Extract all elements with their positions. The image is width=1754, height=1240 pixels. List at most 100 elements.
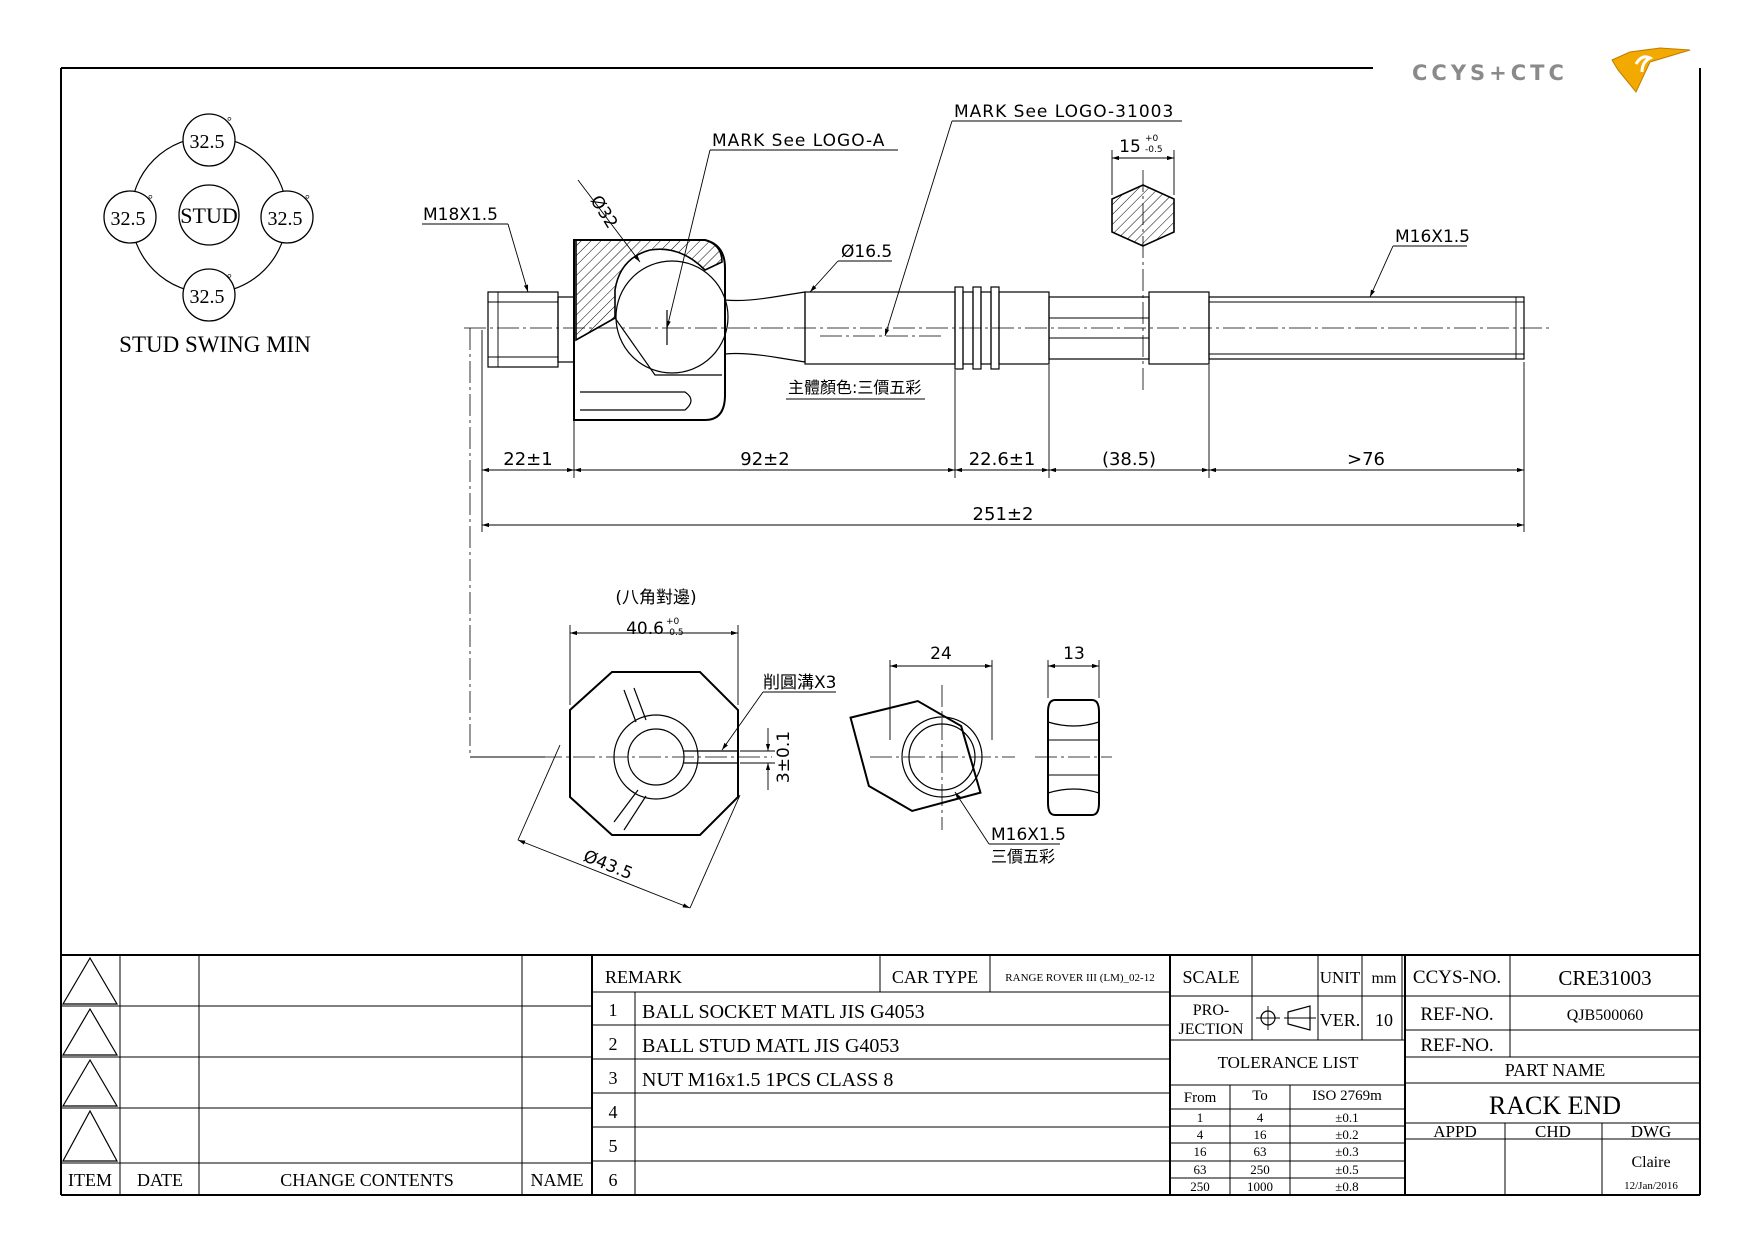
nut-side-view: 13 <box>1035 644 1112 816</box>
dim-22-6: 22.6±1 <box>969 449 1036 470</box>
nut-thickness-dim: 13 <box>1063 644 1085 664</box>
part-name-label: PART NAME <box>1505 1060 1605 1080</box>
car-type-label: CAR TYPE <box>892 967 978 987</box>
third-angle-projection-icon <box>1256 1005 1316 1031</box>
title-block: CCYS-NO. CRE31003 REF-NO. QJB500060 REF-… <box>1413 966 1678 1192</box>
dim-overall: 251±2 <box>973 504 1034 525</box>
tolerance-title: TOLERANCE LIST <box>1218 1053 1359 1072</box>
tol-from: 16 <box>1194 1144 1208 1159</box>
tolerance-list: TOLERANCE LIST From To ISO 2769m 1 4 ±0.… <box>1184 1053 1382 1194</box>
projection-label: JECTION <box>1179 1021 1244 1038</box>
tol-to: 250 <box>1250 1162 1270 1177</box>
ver-value: 10 <box>1375 1010 1393 1030</box>
tol-from: 4 <box>1197 1127 1204 1142</box>
remark-text: BALL SOCKET MATL JIS G4053 <box>642 1001 925 1023</box>
swing-angle-bottom: 32.5 <box>190 286 225 308</box>
hex-tol-plus: +0 <box>1145 134 1159 144</box>
name-header: NAME <box>531 1170 584 1190</box>
nut-width-dim: 24 <box>930 644 952 664</box>
tol-value: ±0.3 <box>1335 1144 1358 1159</box>
tol-to: 63 <box>1254 1144 1267 1159</box>
spec-block: SCALE UNIT mm PRO- JECTION VER. 10 <box>1179 967 1397 1038</box>
hex-width-dim: 15 <box>1119 137 1141 157</box>
change-contents-header: CHANGE CONTENTS <box>280 1170 454 1190</box>
remark-no: 1 <box>609 1000 618 1020</box>
title-block-grid <box>61 954 1700 1195</box>
swing-angle-right: 32.5 <box>268 208 303 230</box>
company-logo: CCYS+CTC <box>1412 47 1691 93</box>
dim-38-5: (38.5) <box>1102 449 1156 470</box>
mark-logo-part-label: MARK See LOGO-31003 <box>954 102 1174 122</box>
outer-dia-dim: Ø43.5 <box>580 846 635 884</box>
nut-front-view: 24 M16X1.5 三價五彩 <box>849 644 1066 866</box>
socket-end-view: (八角對邊) 40.6 +0 -0.5 削圓溝X3 3±0.1 Ø43.5 <box>517 588 836 909</box>
ref-no-value: QJB500060 <box>1567 1007 1643 1024</box>
tol-to: 16 <box>1254 1127 1268 1142</box>
rack-end-side-view <box>464 239 1552 421</box>
mark-logo-a-label: MARK See LOGO-A <box>712 131 885 151</box>
degree-mark: ° <box>227 114 232 128</box>
swing-stud-label: STUD <box>180 203 237 228</box>
revision-table: ITEM DATE CHANGE CONTENTS NAME <box>68 1170 584 1190</box>
projection-label: PRO- <box>1193 1002 1229 1019</box>
chd-label: CHD <box>1535 1122 1571 1141</box>
tol-to: 4 <box>1257 1110 1264 1125</box>
unit-label: UNIT <box>1320 968 1361 987</box>
remark-text: NUT M16x1.5 1PCS CLASS 8 <box>642 1069 893 1091</box>
nut-finish-label: 三價五彩 <box>991 847 1055 866</box>
degree-mark: ° <box>227 271 232 285</box>
groove-width-dim: 3±0.1 <box>774 731 794 783</box>
groove-note: 削圓溝X3 <box>763 673 836 693</box>
af-tol-minus: -0.5 <box>666 628 684 638</box>
tol-to-header: To <box>1252 1088 1268 1104</box>
shaft-dia-label: Ø16.5 <box>841 242 892 262</box>
logo-mark-icon <box>1611 47 1691 93</box>
tol-value: ±0.2 <box>1335 1127 1358 1142</box>
dim-76: >76 <box>1347 449 1385 470</box>
tol-to: 1000 <box>1247 1179 1273 1194</box>
dwg-date: 12/Jan/2016 <box>1624 1180 1678 1192</box>
dim-92: 92±2 <box>740 449 789 470</box>
nut-thread-label: M16X1.5 <box>991 825 1066 845</box>
ver-label: VER. <box>1320 1010 1361 1030</box>
remark-header: REMARK <box>605 967 682 987</box>
remarks-table: REMARK CAR TYPE RANGE ROVER III (LM)_02-… <box>605 967 1155 1190</box>
swing-angle-top: 32.5 <box>190 131 225 153</box>
ball-dia-label: Ø32 <box>586 192 622 232</box>
side-view-callouts: M18X1.5 MARK See LOGO-A MARK See LOGO-31… <box>422 102 1470 400</box>
degree-mark: ° <box>148 192 153 206</box>
logo-text: CCYS+CTC <box>1412 61 1568 85</box>
remark-no: 6 <box>609 1170 618 1190</box>
remark-no: 3 <box>609 1068 618 1088</box>
remark-no: 4 <box>609 1102 618 1122</box>
tol-value: ±0.5 <box>1335 1162 1358 1177</box>
octagon-note: (八角對邊) <box>615 588 696 608</box>
sheet-frame <box>60 67 1701 1196</box>
tol-std-header: ISO 2769m <box>1312 1088 1382 1104</box>
thread-left-label: M18X1.5 <box>423 205 498 225</box>
car-type-value: RANGE ROVER III (LM)_02-12 <box>1005 972 1154 984</box>
scale-label: SCALE <box>1182 967 1239 987</box>
tol-from: 1 <box>1197 1110 1204 1125</box>
date-header: DATE <box>137 1170 183 1190</box>
stud-swing-diagram: STUD 32.5 32.5 32.5 32.5 ° ° ° ° STUD SW… <box>103 113 314 357</box>
color-note: 主體顏色:三價五彩 <box>788 378 921 397</box>
item-header: ITEM <box>68 1170 112 1190</box>
remark-no: 5 <box>609 1136 618 1156</box>
af-tol-plus: +0 <box>666 617 680 627</box>
ccys-no-label: CCYS-NO. <box>1413 967 1501 988</box>
hex-section-view: 15 +0 -0.5 <box>1111 134 1175 390</box>
ccys-no-value: CRE31003 <box>1558 966 1651 990</box>
thread-right-label: M16X1.5 <box>1395 227 1470 247</box>
swing-caption: STUD SWING MIN <box>119 332 311 357</box>
tol-from: 63 <box>1194 1162 1207 1177</box>
length-dimensions: 22±1 92±2 22.6±1 (38.5) >76 251±2 <box>469 328 1525 758</box>
appd-label: APPD <box>1433 1122 1476 1141</box>
remark-text: BALL STUD MATL JIS G4053 <box>642 1035 899 1057</box>
tol-value: ±0.8 <box>1335 1179 1358 1194</box>
tol-from: 250 <box>1190 1179 1210 1194</box>
remark-no: 2 <box>609 1034 618 1054</box>
part-name-value: RACK END <box>1489 1091 1621 1120</box>
swing-angle-left: 32.5 <box>111 208 146 230</box>
